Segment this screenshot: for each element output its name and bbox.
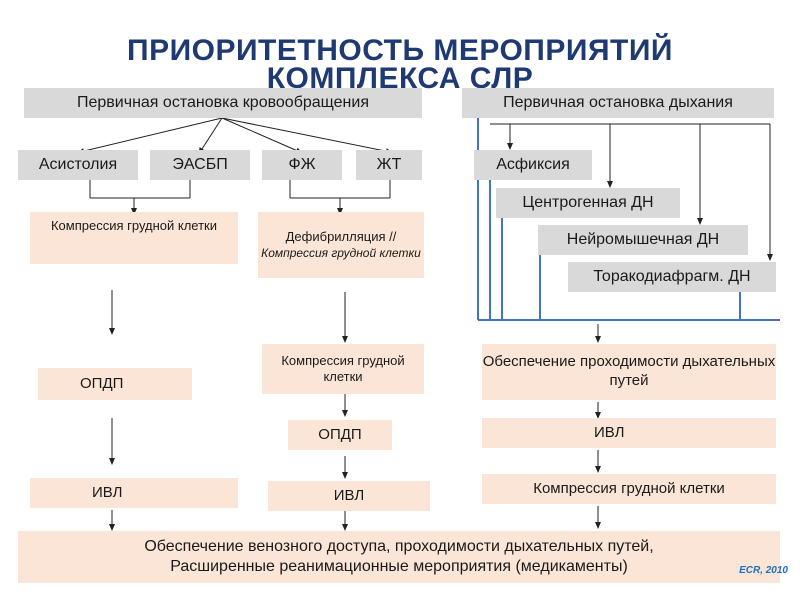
arrow-to-asystole	[77, 117, 223, 154]
resp-airway: Обеспечение проходимости дыхательных пут…	[482, 344, 776, 400]
rhythm-vf: ФЖ	[262, 150, 342, 180]
arrow-to-vt	[221, 117, 393, 155]
defibrillation-label: Дефибрилляция //	[285, 229, 397, 245]
cause-thoracodiaphragmatic: Торакодиафрагм. ДН	[568, 262, 776, 292]
nonshock-ivl: ИВЛ	[30, 478, 238, 508]
arrow-to-easbp	[198, 117, 223, 155]
shock-opdp: ОПДП	[288, 420, 392, 450]
rhythm-easbp: ЭАСБП	[150, 150, 250, 180]
shock-compression: Компрессия грудной клетки	[262, 344, 424, 394]
cause-asphyxia: Асфиксия	[474, 150, 592, 180]
bottom-line1: Обеспечение венозного доступа, проходимо…	[144, 538, 654, 555]
cause-centrogenic: Центрогенная ДН	[496, 188, 680, 218]
resp-ivl: ИВЛ	[482, 418, 776, 448]
cause-neuromuscular: Нейромышечная ДН	[538, 225, 748, 255]
bottom-advanced-care: Обеспечение венозного доступа, проходимо…	[18, 531, 780, 583]
bottom-line2: Расширенные реанимационные мероприятия (…	[170, 558, 628, 575]
nonshock-compression: Компрессия грудной клетки	[30, 212, 238, 264]
defibrillation-compression-note: Компрессия грудной клетки	[261, 245, 421, 260]
causes-bracket	[477, 104, 780, 321]
shock-ivl: ИВЛ	[268, 481, 430, 511]
source-citation: ECR, 2010	[739, 565, 788, 576]
rhythm-vt: ЖТ	[356, 150, 422, 180]
resp-compression: Компрессия грудной клетки	[482, 474, 776, 504]
nonshock-opdp: ОПДП	[38, 368, 192, 400]
header-respiratory-arrest: Первичная остановка дыхания	[462, 88, 774, 118]
shock-defibrillation: Дефибрилляция // Компрессия грудной клет…	[258, 212, 424, 278]
arrow-to-vf	[221, 117, 303, 154]
rhythm-asystole: Асистолия	[18, 150, 138, 180]
header-circulatory-arrest: Первичная остановка кровообращения	[24, 88, 422, 118]
page-title-line1: ПРИОРИТЕТНОСТЬ МЕРОПРИЯТИЙ	[127, 34, 673, 67]
